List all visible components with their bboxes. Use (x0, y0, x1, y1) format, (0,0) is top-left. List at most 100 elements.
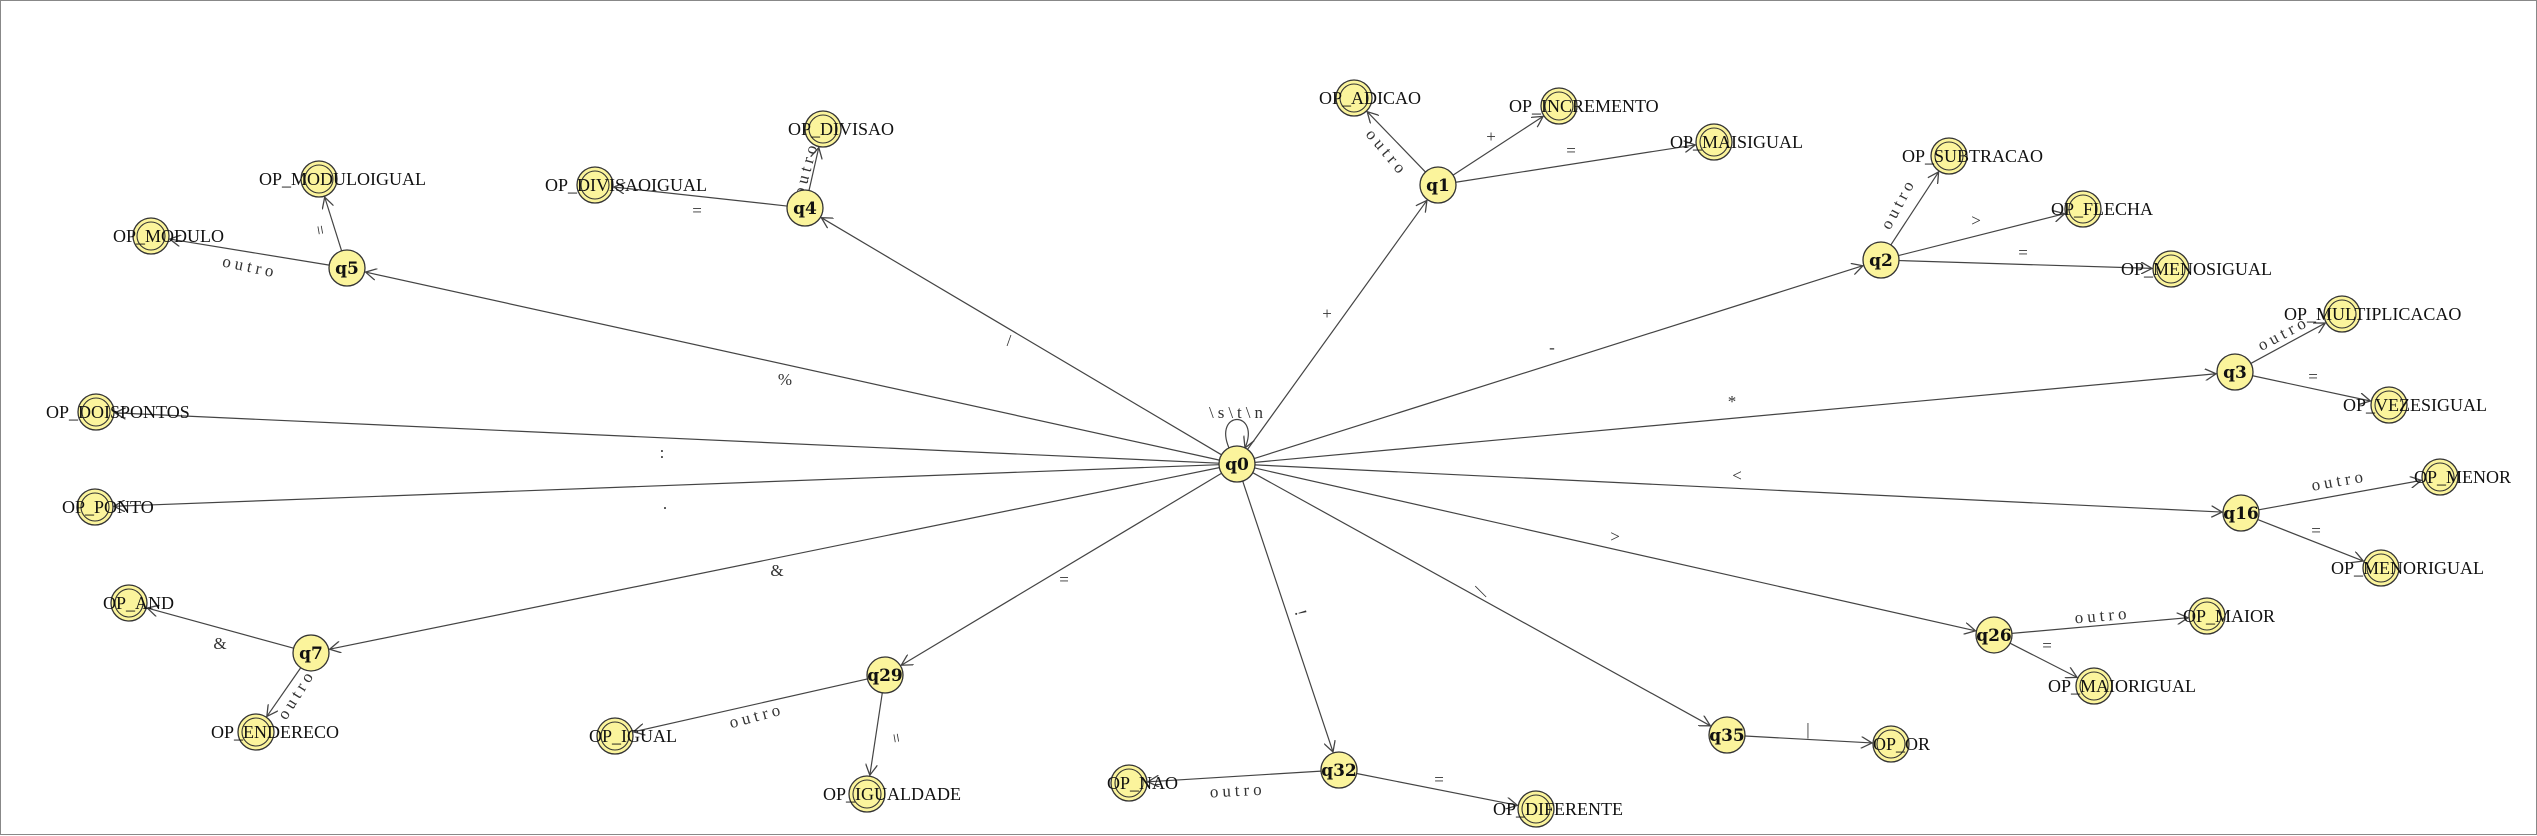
state-circle-q35 (1708, 716, 1746, 754)
state-label-q16: q16 (2223, 504, 2259, 524)
transition-label-q16-to-OP_MENORIGUAL: = (2311, 521, 2325, 540)
final-label-OP_DIVISAOIGUAL: OP_DIVISAOIGUAL (545, 175, 707, 195)
final-inner-circle-OP_MENOSIGUAL (2156, 254, 2186, 284)
final-state-OP_MAIOR: OP_MAIOR (2183, 597, 2275, 635)
transition-q0-to-q16 (1254, 464, 2222, 512)
final-outer-circle-OP_MODULO (132, 217, 170, 255)
final-label-OP_PONTO: OP_PONTO (62, 497, 154, 517)
final-state-OP_OR: OP_OR (1872, 725, 1930, 763)
transition-q0-to-q1 (1247, 200, 1427, 450)
transition-label-q4-to-OP_DIVISAOIGUAL: = (692, 201, 706, 220)
final-label-OP_IGUALDADE: OP_IGUALDADE (823, 784, 961, 804)
final-state-OP_DIFERENTE: OP_DIFERENTE (1493, 790, 1623, 828)
final-inner-circle-OP_DIVISAO (808, 114, 838, 144)
transition-q16-to-OP_MENORIGUAL (2257, 519, 2364, 561)
final-outer-circle-OP_NAO (1110, 764, 1148, 802)
state-q29: q29 (866, 656, 904, 694)
state-circle-q5 (328, 249, 366, 287)
transition-label-q0-to-q26: > (1610, 527, 1624, 546)
state-q4: q4 (786, 189, 824, 227)
transition-q26-to-OP_MAIOR (2011, 618, 2188, 634)
transition-q1-to-OP_INCREMENTO (1452, 116, 1543, 176)
transition-q0-to-q35 (1252, 472, 1711, 726)
transition-label-q0-to-q5: % (778, 370, 796, 389)
transition-label-q2-to-OP_FLECHA: > (1971, 211, 1985, 230)
final-state-OP_PONTO: OP_PONTO (62, 488, 154, 526)
transition-q0-to-q4 (821, 218, 1222, 456)
final-inner-circle-OP_MAIOR (2192, 601, 2222, 631)
final-state-OP_ENDERECO: OP_ENDERECO (211, 713, 339, 751)
state-q0: q0 (1218, 445, 1256, 483)
final-label-OP_MENOR: OP_MENOR (2414, 467, 2511, 487)
state-q26: q26 (1975, 616, 2013, 654)
state-label-q7: q7 (299, 644, 323, 664)
final-state-OP_IGUAL: OP_IGUAL (589, 717, 677, 755)
state-circle-q32 (1320, 751, 1358, 789)
final-state-OP_MAISIGUAL: OP_MAISIGUAL (1670, 123, 1803, 161)
final-label-OP_DOISPONTOS: OP_DOISPONTOS (46, 402, 190, 422)
final-inner-circle-OP_MENORIGUAL (2366, 553, 2396, 583)
final-label-OP_MENOSIGUAL: OP_MENOSIGUAL (2121, 259, 2272, 279)
state-circle-q26 (1975, 616, 2013, 654)
transition-q2-to-OP_FLECHA (1898, 214, 2064, 257)
final-state-OP_MENOSIGUAL: OP_MENOSIGUAL (2121, 250, 2272, 288)
transition-label-q0-to-q3: * (1728, 392, 1741, 411)
final-state-OP_MULTIPLICACAO: OP_MULTIPLICACAO (2284, 295, 2461, 333)
final-outer-circle-OP_MENOR (2421, 458, 2459, 496)
final-outer-circle-OP_AND (110, 584, 148, 622)
final-inner-circle-OP_MAIORIGUAL (2079, 671, 2109, 701)
final-state-OP_FLECHA: OP_FLECHA (2051, 190, 2153, 228)
transition-q0-to-q5 (366, 272, 1220, 461)
final-inner-circle-OP_ADICAO (1339, 83, 1369, 113)
final-label-OP_ENDERECO: OP_ENDERECO (211, 722, 339, 742)
final-label-OP_IGUAL: OP_IGUAL (589, 726, 677, 746)
transition-q0-to-q26 (1254, 467, 1976, 631)
final-outer-circle-OP_IGUALDADE (848, 775, 886, 813)
state-label-q29: q29 (867, 666, 903, 686)
final-state-OP_DOISPONTOS: OP_DOISPONTOS (46, 393, 190, 431)
state-circle-q2 (1862, 241, 1900, 279)
final-outer-circle-OP_ADICAO (1335, 79, 1373, 117)
transition-q0-to-q32 (1242, 480, 1333, 752)
state-circle-q7 (292, 634, 330, 672)
final-outer-circle-OP_DIVISAO (804, 110, 842, 148)
final-label-OP_MULTIPLICACAO: OP_MULTIPLICACAO (2284, 304, 2461, 324)
transition-q1-to-OP_MAISIGUAL (1455, 145, 1695, 183)
final-inner-circle-OP_AND (114, 588, 144, 618)
transition-q32-to-OP_DIFERENTE (1356, 772, 1518, 805)
transition-q16-to-OP_MENOR (2258, 480, 2422, 511)
transition-label-q3-to-OP_VEZESIGUAL: = (2308, 367, 2322, 386)
transition-label-q16-to-OP_MENOR: outro (2310, 466, 2368, 494)
final-label-OP_MENORIGUAL: OP_MENORIGUAL (2331, 558, 2484, 578)
state-label-q5: q5 (335, 259, 359, 279)
transition-label-q7-to-OP_AND: & (213, 634, 230, 653)
final-label-OP_DIVISAO: OP_DIVISAO (788, 119, 894, 139)
state-circle-q0 (1218, 445, 1256, 483)
final-inner-circle-OP_DOISPONTOS (81, 397, 111, 427)
state-q2: q2 (1862, 241, 1900, 279)
final-inner-circle-OP_IGUAL (600, 721, 630, 751)
final-inner-circle-OP_OR (1876, 729, 1906, 759)
final-outer-circle-OP_ENDERECO (237, 713, 275, 751)
state-q3: q3 (2216, 353, 2254, 391)
final-inner-circle-OP_DIFERENTE (1521, 794, 1551, 824)
final-inner-circle-OP_MAISIGUAL (1699, 127, 1729, 157)
transition-label-q0-to-q7: & (770, 561, 787, 580)
transition-label-q29-to-OP_IGUALDADE: = (886, 732, 907, 749)
final-outer-circle-OP_IGUAL (596, 717, 634, 755)
transition-label-q26-to-OP_MAIORIGUAL: = (2042, 636, 2056, 655)
final-state-OP_MODULO: OP_MODULO (113, 217, 224, 255)
final-state-OP_MENOR: OP_MENOR (2414, 458, 2511, 496)
transition-q0-to-OP_DOISPONTOS (115, 413, 1220, 464)
final-label-OP_DIFERENTE: OP_DIFERENTE (1493, 799, 1623, 819)
final-state-OP_MODULOIGUAL: OP_MODULOIGUAL (259, 160, 426, 198)
final-outer-circle-OP_MODULOIGUAL (300, 160, 338, 198)
final-outer-circle-OP_OR (1872, 725, 1910, 763)
final-label-OP_MODULOIGUAL: OP_MODULOIGUAL (259, 169, 426, 189)
state-q5: q5 (328, 249, 366, 287)
final-inner-circle-OP_VEZESIGUAL (2374, 390, 2404, 420)
transition-label-q26-to-OP_MAIOR: outro (2074, 604, 2131, 628)
transition-q29-to-OP_IGUALDADE (870, 692, 883, 775)
final-state-OP_INCREMENTO: OP_INCREMENTO (1509, 87, 1659, 125)
